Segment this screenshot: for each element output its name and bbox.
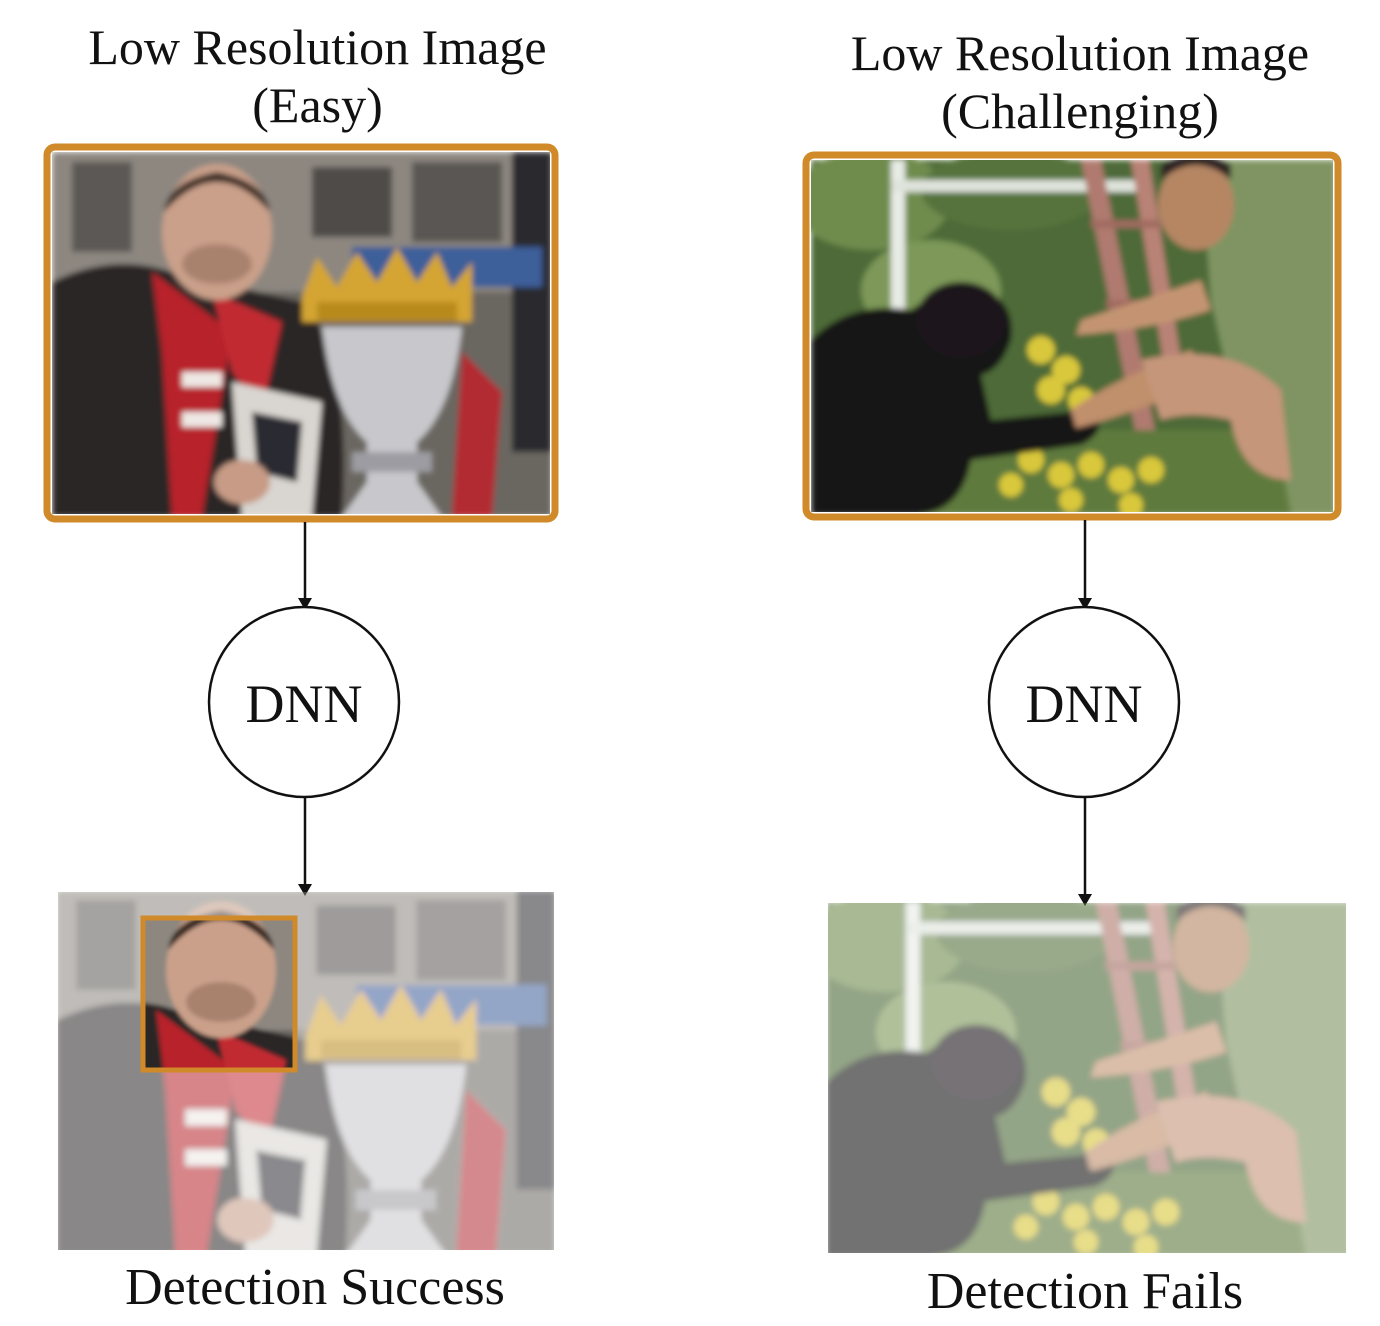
- left-input-frame: [43, 143, 559, 523]
- right-input-frame: [802, 151, 1342, 521]
- detection-box: [140, 915, 298, 1073]
- right-title-line1: Low Resolution Image: [850, 25, 1310, 81]
- left-title-line2: (Easy): [252, 77, 383, 133]
- right-title: Low Resolution Image (Challenging): [795, 24, 1365, 140]
- left-title-line1: Low Resolution Image: [88, 19, 547, 75]
- left-output-image: [58, 892, 554, 1250]
- right-input-image: [811, 160, 1333, 512]
- right-caption: Detection Fails: [926, 1263, 1244, 1320]
- right-output-image: [828, 903, 1346, 1253]
- left-title: Low Resolution Image (Easy): [40, 18, 595, 134]
- left-dnn-label: DNN: [246, 674, 363, 734]
- left-input-image: [52, 152, 550, 514]
- right-title-line2: (Challenging): [941, 83, 1219, 139]
- right-dnn-label: DNN: [1026, 674, 1143, 734]
- left-caption: Detection Success: [125, 1259, 505, 1316]
